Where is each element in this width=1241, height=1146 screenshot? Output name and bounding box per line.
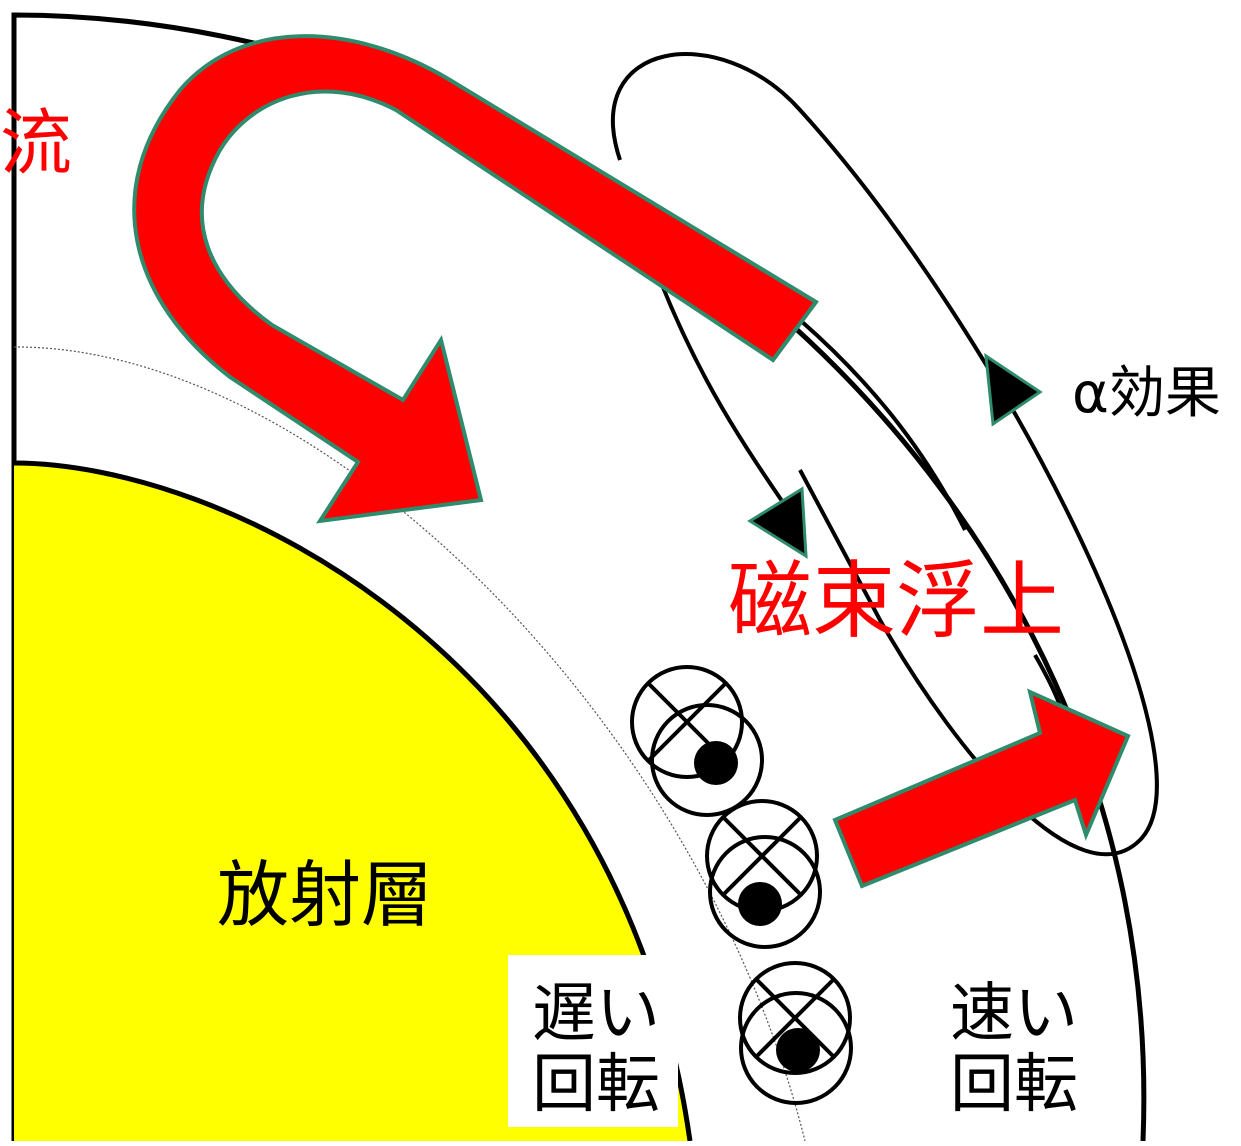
slow-rotation-label-line1: 遅い xyxy=(532,977,660,1051)
convection-label-fragment: 流 xyxy=(0,101,72,185)
triangle-arrowhead-icon xyxy=(747,486,808,559)
middle-loop-line xyxy=(798,318,967,531)
slow-rotation-label-line2: 回転 xyxy=(532,1048,660,1122)
slow-rotation-label-background xyxy=(508,955,678,1127)
radiative-zone-boundary xyxy=(13,460,693,1142)
tachocline-dotted-line xyxy=(13,346,806,1142)
inner-loop-line xyxy=(658,279,797,522)
flux-emergence-label: 磁束浮上 xyxy=(728,552,1064,650)
fast-rotation-label-line2: 回転 xyxy=(950,1048,1078,1122)
radiative-zone-label: 放射層 xyxy=(217,853,433,937)
fast-rotation-label-line1: 速い xyxy=(950,977,1078,1051)
triangle-arrowhead-icon xyxy=(984,352,1043,427)
circle-with-x-and-dot-icon xyxy=(705,799,822,949)
right-up-arrow-icon xyxy=(832,688,1131,889)
circle-with-x-and-dot-icon xyxy=(630,665,764,817)
u-turn-arrow-icon xyxy=(132,34,819,524)
circle-with-x-and-dot-icon xyxy=(738,961,853,1105)
alpha-effect-label: α効果 xyxy=(1072,361,1221,426)
